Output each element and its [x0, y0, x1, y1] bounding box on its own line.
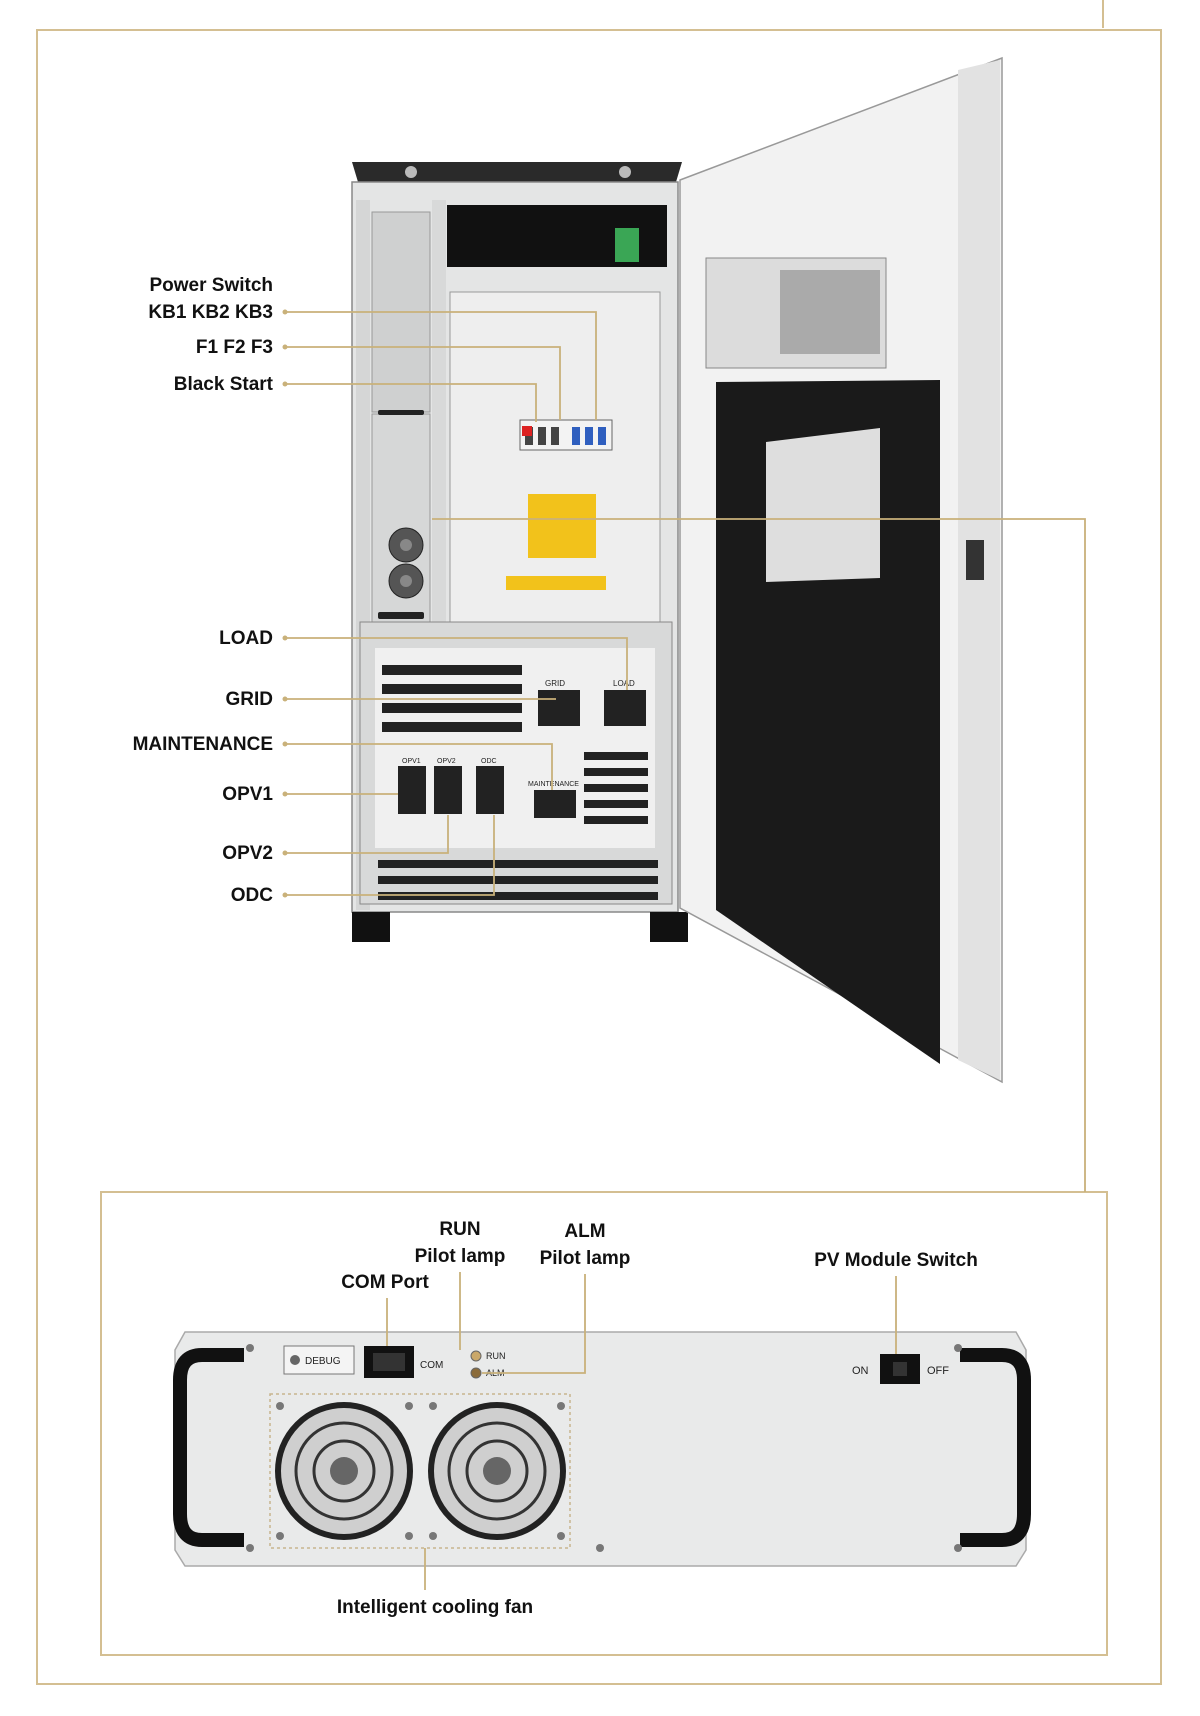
- panel-text-grid: GRID: [545, 679, 565, 688]
- panel-text-load: LOAD: [613, 679, 635, 688]
- label-kb: KB1 KB2 KB3: [148, 302, 273, 323]
- panel-text-opv2: OPV2: [437, 758, 456, 765]
- outer-frame: [36, 29, 1162, 1685]
- label-alm: ALM: [564, 1221, 605, 1242]
- panel-text-com: COM: [420, 1360, 443, 1371]
- label-odc: ODC: [231, 885, 274, 906]
- cabinet-door: [679, 56, 1003, 1084]
- panel-text-on: ON: [852, 1365, 869, 1377]
- panel-text-debug: DEBUG: [305, 1356, 341, 1367]
- label-alm-pilot: Pilot lamp: [540, 1248, 631, 1269]
- label-run: RUN: [439, 1219, 480, 1240]
- panel-text-maintenance: MAINTENANCE: [528, 781, 579, 788]
- label-black-start: Black Start: [174, 374, 274, 395]
- label-run-pilot: Pilot lamp: [415, 1246, 506, 1267]
- label-opv2: OPV2: [222, 843, 273, 864]
- cabinet-leader-lines: [285, 311, 1086, 1192]
- label-cooling-fan: Intelligent cooling fan: [337, 1597, 533, 1618]
- panel-text-off: OFF: [927, 1365, 949, 1377]
- label-grid: GRID: [226, 689, 274, 710]
- label-maintenance: MAINTENANCE: [133, 734, 273, 755]
- panel-text-opv1: OPV1: [402, 758, 421, 765]
- label-f: F1 F2 F3: [196, 337, 273, 358]
- label-power-switch: Power Switch: [149, 275, 273, 296]
- panel-text-run: RUN: [486, 1351, 506, 1361]
- panel-text-odc: ODC: [481, 758, 497, 765]
- label-load: LOAD: [219, 628, 273, 649]
- label-pv-switch: PV Module Switch: [814, 1250, 978, 1271]
- module-frame: [100, 1191, 1108, 1656]
- label-com-port: COM Port: [341, 1272, 429, 1293]
- module-leader-lines: [386, 1272, 897, 1590]
- cabinet-leader-dots: [282, 309, 288, 898]
- power-module: [173, 1331, 1031, 1567]
- cabinet: [351, 162, 688, 942]
- label-opv1: OPV1: [222, 784, 273, 805]
